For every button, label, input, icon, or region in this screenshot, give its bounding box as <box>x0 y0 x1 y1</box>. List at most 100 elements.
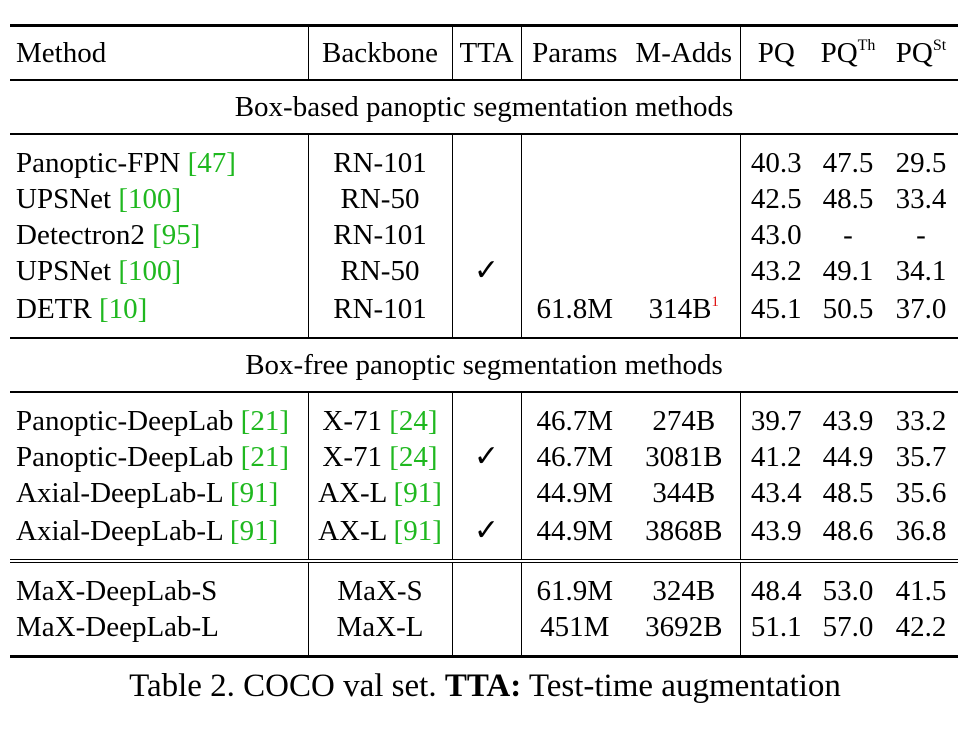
backbone-cell: MaX-L <box>308 609 453 658</box>
method-name: MaX-DeepLab-S <box>16 574 218 607</box>
madds-value: 324B <box>652 574 716 607</box>
backbone-cell: RN-50 <box>308 253 453 289</box>
method-cell: UPSNet [100] <box>10 253 309 289</box>
madds-cell <box>628 181 741 217</box>
pq-th-cell: 48.6 <box>812 511 884 562</box>
backbone-name: RN-101 <box>333 292 427 325</box>
method-cell: Panoptic-FPN [47] <box>10 134 309 181</box>
pq-st-cell: 29.5 <box>895 146 947 179</box>
backbone-cell: AX-L [91] <box>308 475 453 511</box>
header-pq-th: PQTh <box>812 24 884 81</box>
backbone-cell: RN-101 <box>308 217 453 253</box>
tta-cell <box>452 289 522 339</box>
method-name: Axial-DeepLab-L <box>16 514 230 547</box>
backbone-name: RN-101 <box>333 218 427 251</box>
backbone-name: X-71 <box>322 404 390 437</box>
params-cell <box>521 253 628 289</box>
header-params: Params <box>521 24 628 81</box>
method-citation: [100] <box>118 254 182 287</box>
method-cell: Axial-DeepLab-L [91] <box>10 511 309 562</box>
pq-st-cell: - <box>916 218 926 251</box>
backbone-name: MaX-L <box>336 610 424 643</box>
madds-value: 3868B <box>645 514 723 547</box>
pq-th-cell: - <box>843 218 853 251</box>
backbone-name: MaX-S <box>337 574 423 607</box>
tta-cell: ✓ <box>452 439 522 475</box>
pq-st-cell: 34.1 <box>895 254 947 287</box>
header-tta: TTA <box>452 24 522 81</box>
table-row: Detectron2 [95] RN-101 43.0 - - <box>10 217 958 253</box>
pq-th-cell: 47.5 <box>822 146 874 179</box>
method-citation: [100] <box>118 182 182 215</box>
method-cell: Panoptic-DeepLab [21] <box>10 439 309 475</box>
pq-st-cell: 37.0 <box>884 289 958 339</box>
backbone-cell: X-71 [24] <box>308 439 453 475</box>
tta-cell <box>452 559 522 609</box>
params-cell <box>521 217 628 253</box>
backbone-citation: [24] <box>389 404 438 437</box>
header-pq: PQ <box>740 24 812 81</box>
pq-st-cell: 35.7 <box>895 440 947 473</box>
madds-cell: 344B <box>628 475 741 511</box>
params-cell: 44.9M <box>521 511 628 562</box>
madds-cell: 3868B <box>628 511 741 562</box>
params-cell: 451M <box>521 609 628 658</box>
method-citation: [91] <box>229 514 279 547</box>
method-cell: DETR [10] <box>10 289 309 339</box>
backbone-cell: X-71 [24] <box>308 392 453 439</box>
backbone-cell: RN-101 <box>308 134 453 181</box>
caption-prefix: Table 2. COCO val set. <box>129 668 445 704</box>
method-name: Detectron2 <box>16 218 153 251</box>
pq-cell: 39.7 <box>750 404 802 437</box>
backbone-citation: [91] <box>393 476 442 509</box>
tta-cell: ✓ <box>452 253 522 289</box>
header-pq-st: PQSt <box>884 24 958 81</box>
pq-cell: 43.2 <box>750 254 802 287</box>
params-cell: 61.9M <box>521 559 628 609</box>
params-cell <box>521 181 628 217</box>
tta-cell <box>452 217 522 253</box>
pq-cell: 41.2 <box>750 440 802 473</box>
check-mark-icon: ✓ <box>473 253 500 288</box>
table-header-row: Method Backbone TTA Params M-Adds PQ PQT… <box>10 24 958 81</box>
pq-th-cell: 43.9 <box>822 404 874 437</box>
pq-st-cell: 33.2 <box>895 404 947 437</box>
method-name: Panoptic-FPN <box>16 146 188 179</box>
method-name: Panoptic-DeepLab <box>16 404 241 437</box>
method-cell: UPSNet [100] <box>10 181 309 217</box>
header-backbone: Backbone <box>308 24 453 81</box>
pq-th-cell: 50.5 <box>812 289 884 339</box>
madds-cell: 324B <box>628 559 741 609</box>
pq-st-cell: 36.8 <box>884 511 958 562</box>
method-citation: [21] <box>240 440 289 473</box>
tta-cell: ✓ <box>452 511 522 562</box>
madds-cell <box>628 134 741 181</box>
tta-cell <box>452 609 522 658</box>
tta-cell <box>452 392 522 439</box>
method-citation: [47] <box>187 146 236 179</box>
pq-cell: 51.1 <box>740 609 812 658</box>
table-caption: Table 2. COCO val set. TTA: Test-time au… <box>0 668 970 705</box>
pq-cell: 43.0 <box>750 218 802 251</box>
pq-cell: 40.3 <box>750 146 802 179</box>
method-cell: Axial-DeepLab-L [91] <box>10 475 309 511</box>
backbone-name: RN-101 <box>333 146 427 179</box>
backbone-cell: RN-50 <box>308 181 453 217</box>
pq-st-cell: 41.5 <box>884 559 958 609</box>
params-cell <box>521 134 628 181</box>
section-title: Box-free panoptic segmentation methods <box>10 338 958 393</box>
pq-th-cell: 44.9 <box>822 440 874 473</box>
pq-st-cell: 35.6 <box>895 476 947 509</box>
method-cell: Panoptic-DeepLab [21] <box>10 392 309 439</box>
pq-th-cell: 53.0 <box>812 559 884 609</box>
table-row: Panoptic-FPN [47] RN-101 40.3 47.5 29.5 <box>10 134 958 181</box>
footnote-marker: 1 <box>711 293 719 310</box>
madds-cell <box>628 253 741 289</box>
method-name: Axial-DeepLab-L <box>16 476 230 509</box>
results-table: Method Backbone TTA Params M-Adds PQ PQT… <box>10 24 958 658</box>
method-cell: Detectron2 [95] <box>10 217 309 253</box>
section-row: Box-based panoptic segmentation methods <box>10 80 958 135</box>
